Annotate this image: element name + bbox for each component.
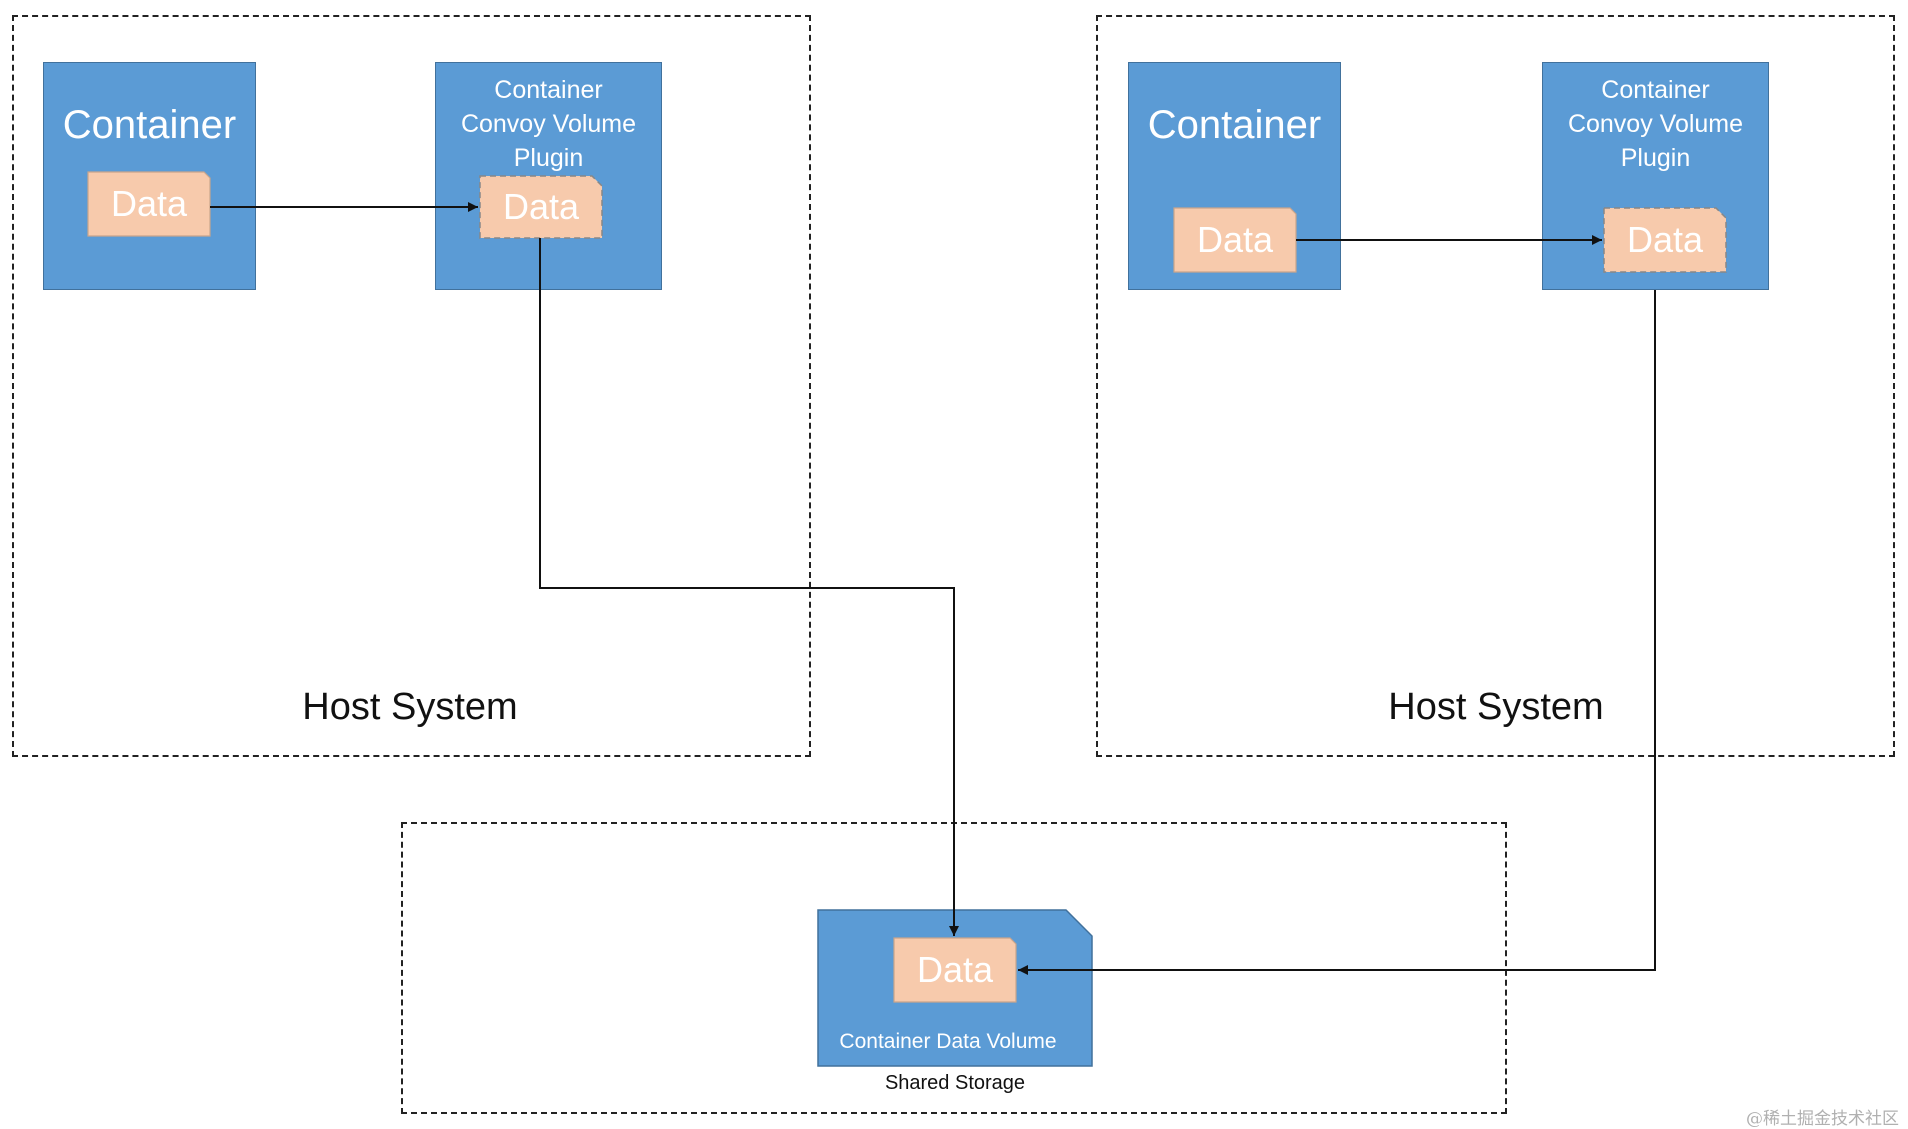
right-plugin-title: Container Convoy Volume Plugin	[1567, 76, 1744, 172]
right-plugin-data-label: Data	[1626, 219, 1704, 260]
data-volume-title: Container Data Volume	[839, 1030, 1057, 1053]
volume-data-label: Data	[916, 949, 994, 990]
right-host-label: Host System	[1388, 686, 1604, 728]
right-container-title: Container	[1147, 103, 1322, 147]
left-host-label: Host System	[302, 686, 518, 728]
shared-storage-label: Shared Storage	[884, 1072, 1026, 1094]
left-container-data-label: Data	[110, 183, 188, 224]
left-plugin-title: Container Convoy Volume Plugin	[460, 76, 637, 172]
left-container-title: Container	[62, 103, 237, 147]
watermark: @稀土掘金技术社区	[1746, 1109, 1899, 1129]
left-plugin-data-label: Data	[502, 186, 580, 227]
right-container-data-label: Data	[1196, 219, 1274, 260]
